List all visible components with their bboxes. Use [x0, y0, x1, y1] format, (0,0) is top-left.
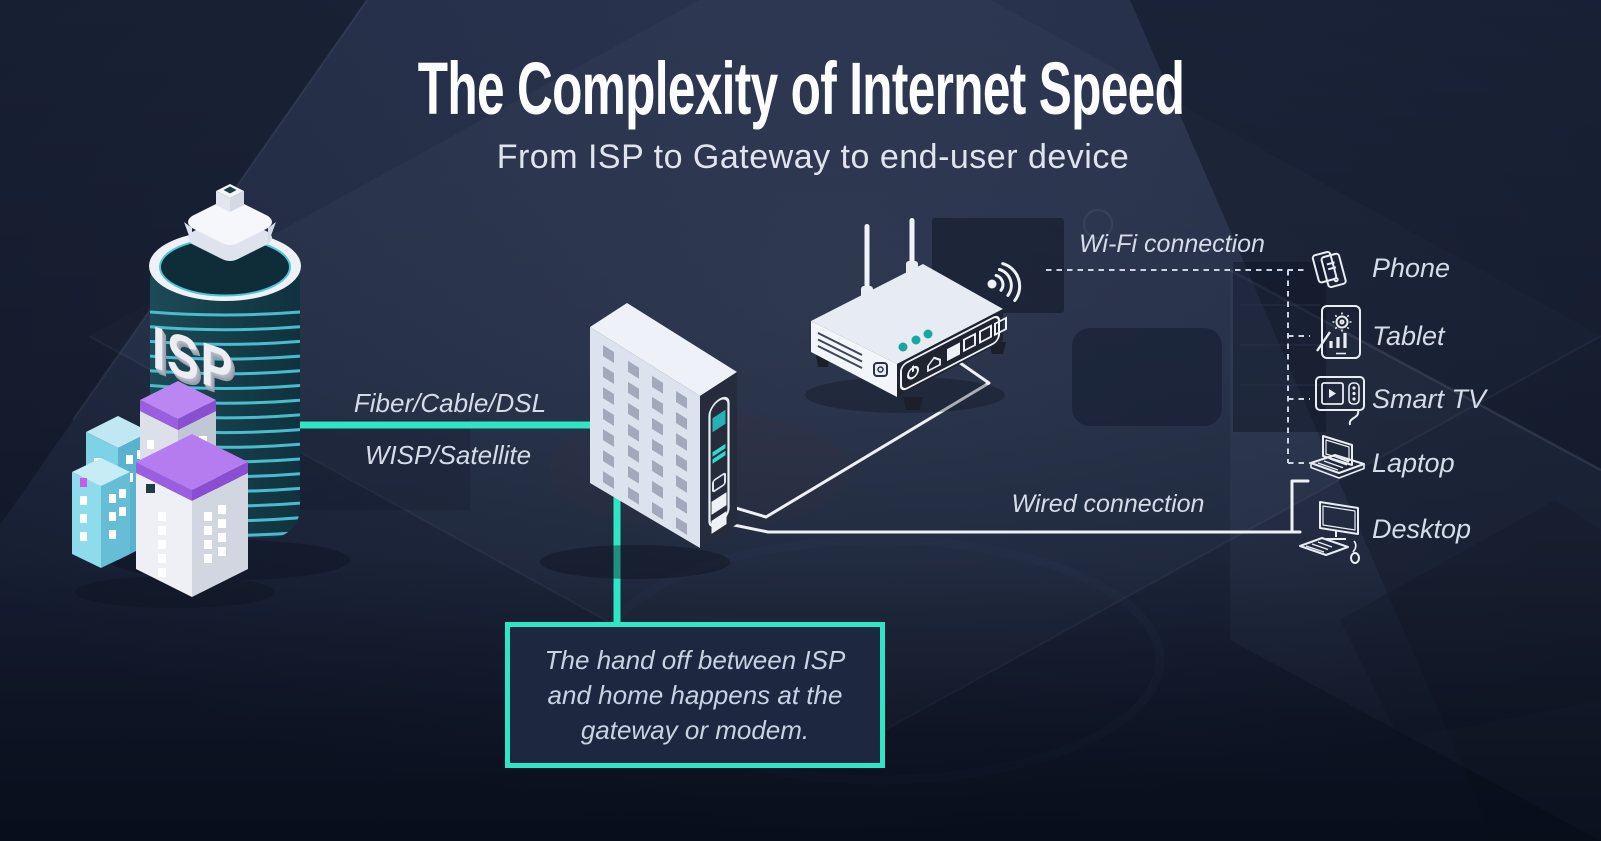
- device-label-tablet: Tablet: [1372, 321, 1445, 351]
- wifi-connection-line: [1046, 269, 1310, 464]
- wired-connection-line: [727, 479, 1310, 534]
- wired-connection-label: Wired connection: [1011, 490, 1205, 518]
- laptop-icon: [1310, 435, 1365, 479]
- callout-box: The hand off between ISP and home happen…: [505, 622, 885, 768]
- device-label-laptop: Laptop: [1372, 448, 1455, 478]
- device-label-phone: Phone: [1372, 253, 1451, 283]
- desktop-icon: [1299, 501, 1360, 564]
- device-label-desktop: Desktop: [1372, 514, 1472, 544]
- device-label-smart-tv: Smart TV: [1372, 384, 1487, 414]
- callout-line-1: The hand off between ISP: [544, 644, 846, 675]
- modem-router-cable: [727, 356, 991, 519]
- callout-line-2: and home happens at the: [547, 679, 843, 710]
- page-subtitle: From ISP to Gateway to end-user device: [496, 138, 1130, 176]
- wisp-satellite-label: WISP/Satellite: [364, 440, 532, 470]
- phone-icon: [1311, 250, 1347, 289]
- isp-to-modem-line: [292, 421, 592, 429]
- smart-tv-icon: [1315, 376, 1365, 426]
- page-subtitle-wrap: From ISP to Gateway to end-user device: [0, 138, 1601, 177]
- page-title: The Complexity of Internet Speed: [417, 47, 1184, 130]
- fiber-cable-dsl-label: Fiber/Cable/DSL: [353, 388, 547, 418]
- router-illustration: [805, 218, 1007, 413]
- callout-line-3: gateway or modem.: [580, 714, 810, 745]
- wifi-connection-label: Wi-Fi connection: [1079, 230, 1265, 258]
- wifi-signal-icon: [987, 262, 1022, 302]
- page-title-wrap: The Complexity of Internet Speed: [0, 46, 1601, 131]
- tablet-icon: [1316, 305, 1361, 359]
- modem-illustration: [540, 303, 737, 579]
- modem-to-callout-line: [613, 470, 621, 630]
- city-buildings-illustration: [72, 381, 275, 608]
